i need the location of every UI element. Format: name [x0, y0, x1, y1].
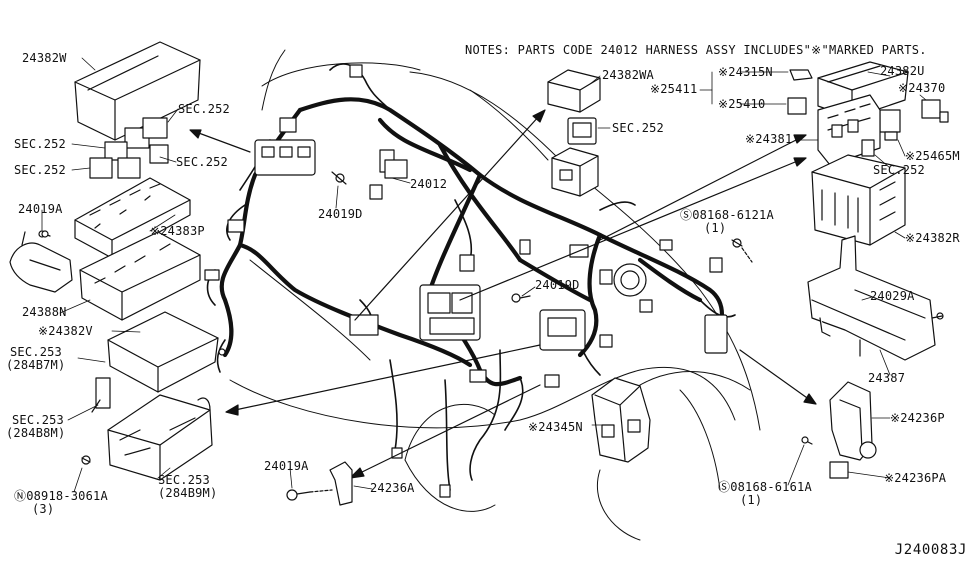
relay-sec252-center — [567, 117, 597, 145]
callout-sec252-a: SEC.252 — [178, 102, 230, 116]
callout-sec252-d: SEC.252 — [14, 163, 66, 177]
callout-24382W: 24382W — [22, 51, 67, 65]
callout-24019A-left: 24019A — [18, 202, 63, 216]
callout-25465M: ※25465M — [905, 149, 960, 163]
notes-text: NOTES: PARTS CODE 24012 HARNESS ASSY INC… — [465, 43, 927, 57]
fuse-box-body-24382R — [811, 154, 906, 246]
bracket-24236A — [286, 461, 353, 506]
callout-08168-6161A-qty: (1) — [740, 493, 763, 507]
callout-24012: 24012 — [410, 177, 448, 191]
bracket-24236P — [801, 381, 877, 479]
callout-08918-3061A: Ⓝ08918-3061A — [14, 489, 108, 503]
fuse-block-base-24388N — [79, 231, 201, 321]
callout-24029A: 24029A — [870, 289, 915, 303]
diagram-number: J240083J — [894, 542, 967, 558]
callout-24370: ※24370 — [898, 81, 946, 95]
callout-24236A: 24236A — [370, 481, 415, 495]
bracket-left — [9, 230, 73, 293]
callout-24382V: ※24382V — [38, 324, 93, 338]
callout-24019D-mid: 24019D — [535, 278, 580, 292]
callout-08918-3061A-qty: (3) — [32, 502, 55, 516]
callout-24019D-top: 24019D — [318, 207, 363, 221]
callout-24345N: ※24345N — [528, 420, 583, 434]
relay-24382WA — [547, 69, 601, 113]
callout-24382WA: 24382WA — [602, 68, 654, 82]
callout-sec253-b: SEC.253 — [12, 413, 64, 427]
callout-08168-6161A: Ⓢ08168-6161A — [718, 480, 812, 494]
callout-sec253-a: SEC.253 — [10, 345, 62, 359]
callout-24315N: ※24315N — [718, 65, 773, 79]
callout-sec252-b: SEC.252 — [14, 137, 66, 151]
callout-sec253-a-sub: (284B7M) — [6, 358, 66, 372]
callout-24236PA: ※24236PA — [884, 471, 947, 485]
callout-24383P: ※24383P — [150, 224, 205, 238]
callout-leaders — [41, 57, 927, 493]
callout-sec253-c-sub: (284B9M) — [158, 486, 218, 500]
harness-connectors — [204, 64, 728, 498]
callout-08168-6121A: Ⓢ08168-6121A — [680, 208, 774, 222]
callout-sec253-b-sub: (284B8M) — [6, 426, 66, 440]
callout-24382R: ※24382R — [905, 231, 960, 245]
callout-sec253-c: SEC.253 — [158, 473, 210, 487]
callout-25411: ※25411 — [650, 82, 698, 96]
ipdm-cover-24382V — [107, 311, 226, 393]
callout-08168-6121A-qty: (1) — [704, 221, 727, 235]
relay-socket — [551, 147, 599, 197]
bolts-24019D — [41, 171, 753, 303]
bracket-24345N — [591, 377, 651, 463]
callout-sec252-c: SEC.252 — [176, 155, 228, 169]
fuse-block-24383P — [74, 177, 191, 259]
ipdm-housing-sec253 — [81, 377, 213, 481]
fuse-block-24381 — [817, 94, 881, 166]
callout-sec252-f: SEC.252 — [873, 163, 925, 177]
bracket-24387 — [807, 235, 944, 361]
callout-25410: ※25410 — [718, 97, 766, 111]
callout-sec252-e: SEC.252 — [612, 121, 664, 135]
callout-24381: ※24381 — [745, 132, 793, 146]
callout-24019A-bottom: 24019A — [264, 459, 309, 473]
callout-24388N: 24388N — [22, 305, 67, 319]
callout-24387: 24387 — [868, 371, 906, 385]
fuse-box-cover-24382W — [74, 41, 201, 141]
callout-24382U: 24382U — [880, 64, 925, 78]
vehicle-body-outline — [229, 49, 761, 541]
leader-arrows — [189, 109, 817, 479]
callout-24236P: ※24236P — [890, 411, 945, 425]
